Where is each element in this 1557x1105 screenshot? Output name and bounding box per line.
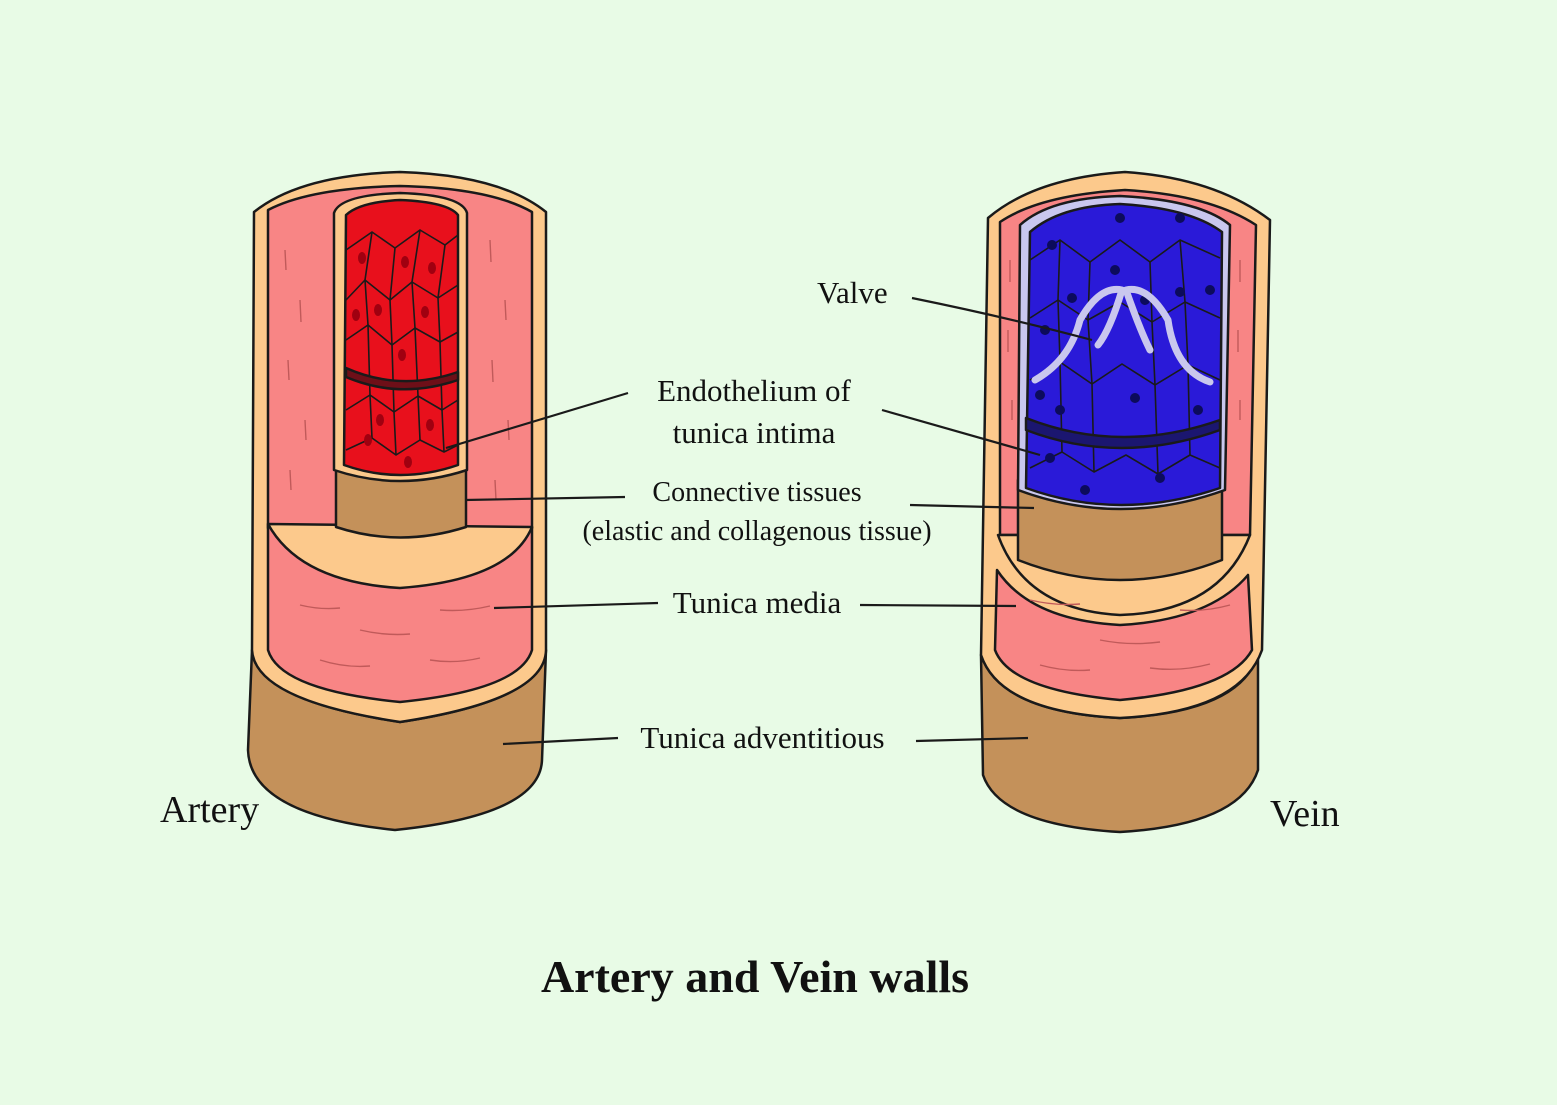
vein-elastic-band <box>1024 416 1222 450</box>
leader-adventitious-artery <box>502 736 619 746</box>
leader-media-vein <box>859 603 1017 608</box>
artery-cell-pattern <box>345 229 459 456</box>
artery-cell-nuclei <box>352 252 436 468</box>
leader-media-artery <box>493 601 659 610</box>
leader-endothelium-vein <box>881 408 1041 457</box>
vein-drawing <box>979 170 1272 834</box>
label-endothelium-line1: Endothelium of <box>657 373 851 408</box>
artery-label: Artery <box>160 789 260 831</box>
leader-lines <box>445 296 1093 746</box>
artery-connective-tissue <box>334 468 468 539</box>
diagram-title: Artery and Vein walls <box>540 951 970 1002</box>
vein-tunica-media <box>993 568 1254 702</box>
label-tunica-media: Tunica media <box>672 585 842 620</box>
artery-muscle-fibres <box>284 239 510 668</box>
label-connective-line1: Connective tissues <box>652 477 862 508</box>
leader-endothelium-artery <box>445 391 629 450</box>
vein-endothelium <box>1024 202 1224 507</box>
vein-cell-nuclei <box>1035 213 1215 495</box>
artery-drawing <box>246 170 548 832</box>
leader-connective-vein <box>909 503 1035 510</box>
vein-label: Vein <box>1270 793 1340 835</box>
artery-inner-elastic <box>266 522 534 590</box>
label-endothelium-line2: tunica intima <box>672 415 836 450</box>
leader-valve <box>911 296 1093 342</box>
vein-muscle-fibres <box>1007 260 1241 672</box>
artery-elastic-band <box>344 366 460 391</box>
label-tunica-adventitious: Tunica adventitious <box>640 720 885 755</box>
leader-adventitious-vein <box>915 736 1029 743</box>
label-connective-line2: (elastic and collagenous tissue) <box>582 516 932 547</box>
label-valve: Valve <box>817 275 888 310</box>
vein-valve <box>1031 285 1214 386</box>
leader-connective-artery <box>464 495 626 502</box>
